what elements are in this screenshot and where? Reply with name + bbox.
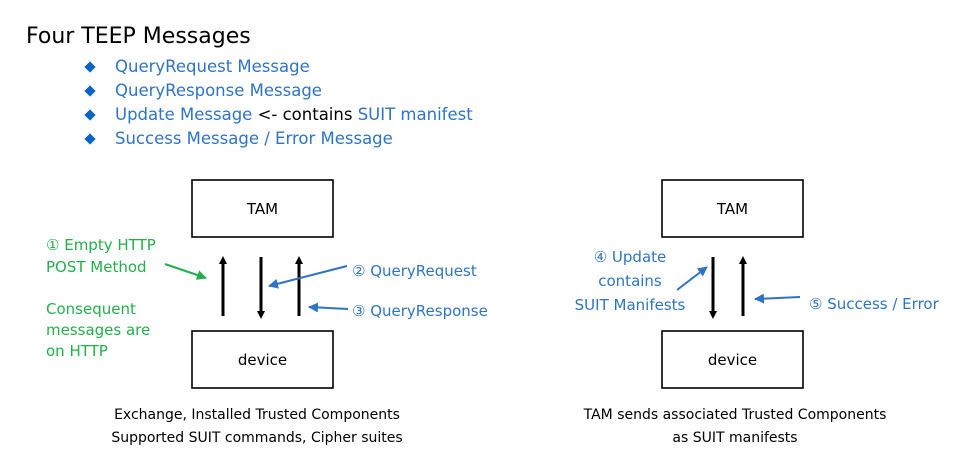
http-note-line3: on HTTP [46,342,108,360]
bullet-update: Update Message [115,105,253,124]
http-note-line1: Consequent [46,300,136,318]
tam-box-label: TAM [716,200,748,218]
bullet-query-response: QueryResponse Message [115,81,322,100]
bullet-update-separator: <- contains [252,105,358,124]
step4-label-line2: contains [598,272,662,290]
step1-pointer [164,263,207,280]
message-list: QueryRequest Message QueryResponse Messa… [84,55,473,151]
tam-box [661,179,804,238]
step4-pointer [676,266,708,291]
step4-label-line3: SUIT Manifests [575,296,686,314]
right-caption-line1: TAM sends associated Trusted Components [583,407,887,423]
http-note-line2: messages are [46,321,150,339]
left-caption-line1: Exchange, Installed Trusted Components [114,407,400,423]
list-item: QueryResponse Message [84,79,473,103]
step3-label: ③ QueryResponse [352,302,488,320]
right-diagram: TAM device ④ Update contains SUIT Manife… [575,179,940,446]
left-caption-line2: Supported SUIT commands, Cipher suites [111,430,402,446]
right-caption-line2: as SUIT manifests [672,430,797,446]
device-box [661,330,804,389]
bullet-update-suit: SUIT manifest [357,105,473,124]
step3-pointer [308,302,349,313]
tam-box-label: TAM [246,200,278,218]
tam-box [191,179,334,238]
list-item: Success Message / Error Message [84,127,473,151]
device-box [191,330,334,389]
bullet-success-error: Success Message / Error Message [115,129,393,148]
step5-pointer [754,293,801,304]
list-item: QueryRequest Message [84,55,473,79]
step4-label-line1: ④ Update [594,248,667,266]
step2-pointer [268,265,348,289]
bullet-query-request: QueryRequest Message [115,57,310,76]
list-item: Update Message <- contains SUIT manifest [84,103,473,127]
step5-label: ⑤ Success / Error [809,295,940,313]
page-title: Four TEEP Messages [26,24,251,49]
step1-label-line2: POST Method [46,258,147,276]
device-box-label: device [708,351,757,369]
step2-label: ② QueryRequest [352,262,477,280]
left-diagram: TAM device ① Empty HTTP POST Method Cons… [46,179,488,446]
step1-label-line1: ① Empty HTTP [46,236,156,254]
device-box-label: device [238,351,287,369]
